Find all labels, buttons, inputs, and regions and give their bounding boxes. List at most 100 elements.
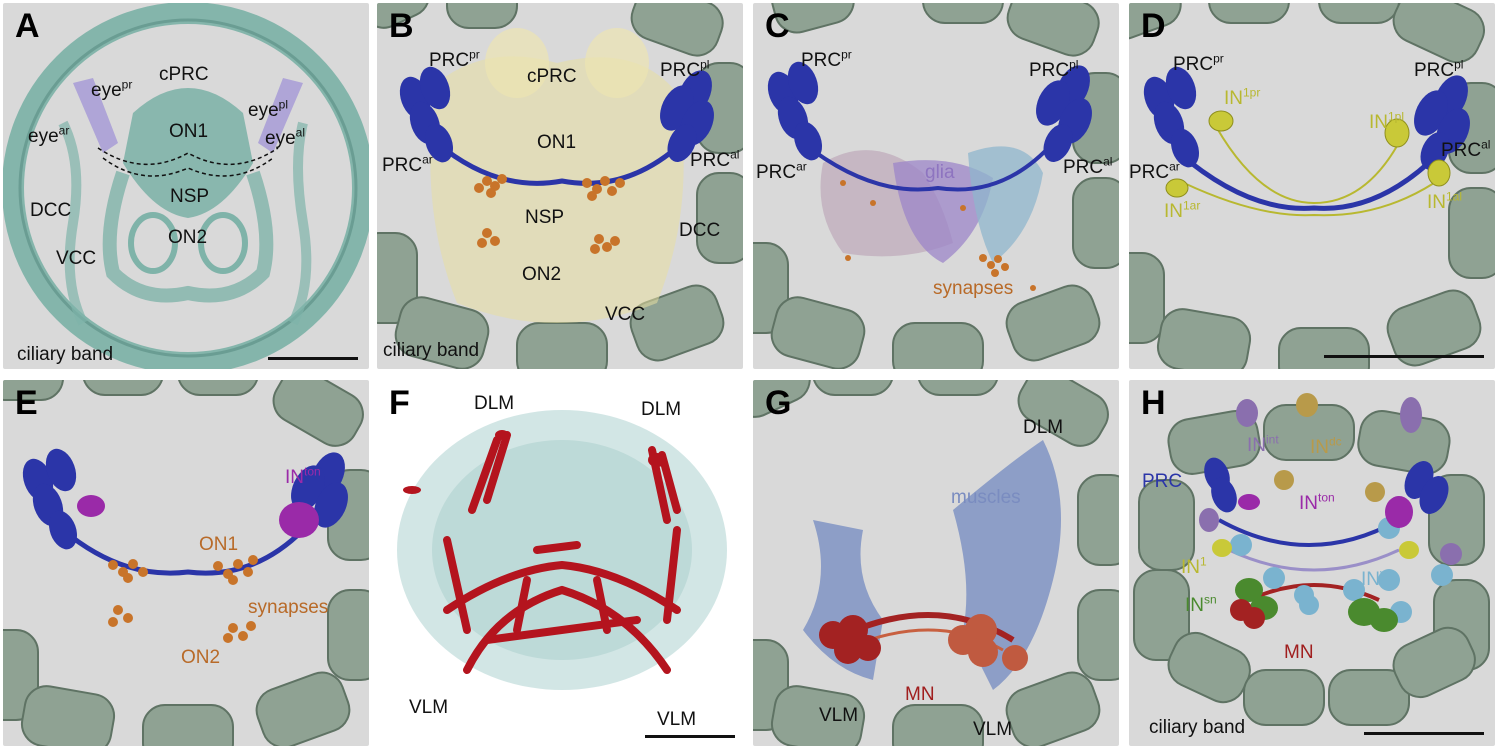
scale-bar — [1324, 355, 1484, 358]
label-muscles: muscles — [951, 487, 1021, 508]
eye-pl-text: eye — [248, 100, 279, 121]
label-ciliary-band: ciliary band — [17, 344, 114, 365]
eye-pr-text: eye — [91, 80, 122, 101]
panel-letter: H — [1141, 384, 1166, 422]
in1-text: IN — [1181, 557, 1200, 578]
label-dcc: DCC — [679, 220, 721, 241]
panel-letter: D — [1141, 7, 1166, 45]
panel-letter: F — [389, 384, 410, 422]
in1-sup: 1 — [1200, 554, 1207, 569]
label-eye-pr: eyepr — [91, 77, 133, 101]
panel-letter: B — [389, 7, 414, 45]
label-prc-pr: PRCpr — [1173, 53, 1224, 74]
panel-a-illustration — [3, 3, 369, 369]
indc-sup: dc — [1329, 434, 1342, 449]
label-in1pl: IN1pl — [1369, 109, 1405, 132]
inton-sup: ton — [304, 464, 321, 479]
prc-al-text: PRC — [1441, 140, 1482, 161]
label-synapses: synapses — [933, 278, 1014, 299]
label-cprc: cPRC — [527, 66, 577, 87]
prc-al-sup: al — [730, 147, 740, 162]
in1pr-sup: 1pr — [1243, 85, 1261, 100]
in1al-sup: 1al — [1446, 189, 1463, 204]
label-prc-pl: PRCpl — [1029, 59, 1078, 81]
label-in1al: IN1al — [1427, 189, 1463, 213]
in1pr-text: IN — [1224, 88, 1243, 109]
label-insn: INsn — [1185, 594, 1217, 616]
eye-ar-sup: ar — [58, 123, 70, 138]
panel-b: B PRCpr PRCpl PRCar PRCal cPRC ON1 NSP D… — [377, 3, 743, 369]
panel-c: C PRCpr PRCpl PRCar PRCal glia synapses — [753, 3, 1119, 369]
label-indc: INdc — [1310, 434, 1342, 458]
label-vcc: VCC — [605, 304, 646, 325]
label-on1: ON1 — [537, 132, 577, 153]
panel-a: A eyepr eyear eyepl eyeal cPRC ON1 NSP D… — [3, 3, 369, 369]
prc-ar-text: PRC — [382, 155, 423, 176]
eye-al-sup: al — [295, 125, 305, 140]
label-prc-pr: PRCpr — [801, 47, 852, 70]
eye-ar-text: eye — [28, 126, 59, 147]
indc-text: IN — [1310, 437, 1329, 458]
in1al-text: IN — [1427, 192, 1446, 213]
prc-pr-text: PRC — [429, 50, 470, 71]
inton-sup: ton — [1318, 490, 1335, 505]
prc-ar-sup: ar — [422, 152, 433, 167]
panel-f-illustration — [397, 410, 727, 690]
panel-h-illustration — [1133, 393, 1490, 726]
inton-text: IN — [1299, 493, 1318, 514]
prc-ar-text: PRC — [1129, 162, 1170, 183]
prc-pr-sup: pr — [841, 47, 852, 62]
label-mn: MN — [1284, 642, 1314, 663]
eye-pr-sup: pr — [121, 77, 133, 92]
label-inton: INton — [1299, 490, 1335, 514]
panel-h: H INint INdc PRC INton IN1 INsn INvc MN … — [1129, 380, 1495, 746]
label-vcc: VCC — [56, 248, 97, 269]
label-invc: INvc — [1361, 566, 1392, 589]
label-ciliary-band: ciliary band — [383, 340, 480, 361]
prc-pl-text: PRC — [660, 60, 701, 81]
label-inint: INint — [1247, 434, 1279, 456]
prc-al-text: PRC — [690, 150, 731, 171]
label-in1ar: IN1ar — [1164, 200, 1200, 221]
label-prc-ar: PRCar — [1129, 161, 1180, 183]
label-dcc: DCC — [30, 200, 72, 221]
panel-letter: A — [15, 7, 40, 45]
prc-pl-sup: pl — [1454, 57, 1464, 72]
label-on2: ON2 — [168, 227, 208, 248]
panel-letter: G — [765, 384, 792, 422]
label-dlm: DLM — [1023, 417, 1064, 438]
panel-e-illustration — [3, 380, 369, 746]
label-vlm-right: VLM — [973, 719, 1013, 740]
label-dlm-right: DLM — [641, 399, 682, 420]
label-on1: ON1 — [199, 534, 239, 555]
label-nsp: NSP — [170, 186, 210, 207]
prc-ar-sup: ar — [796, 159, 807, 174]
in1pl-sup: 1pl — [1388, 109, 1405, 124]
prc-pl-sup: pl — [700, 57, 710, 72]
label-prc-ar: PRCar — [756, 159, 807, 183]
label-vlm-right: VLM — [657, 709, 697, 730]
panel-g: G DLM muscles MN VLM VLM — [753, 380, 1119, 746]
panel-d: D PRCpr PRCpl PRCar PRCal IN1pr IN1pl IN… — [1129, 3, 1495, 369]
insn-text: IN — [1185, 595, 1204, 616]
label-prc: PRC — [1142, 471, 1183, 492]
prc-al-sup: al — [1103, 154, 1113, 169]
label-nsp: NSP — [525, 207, 565, 228]
label-on2: ON2 — [181, 647, 221, 668]
label-prc-al: PRCal — [690, 147, 740, 171]
panel-letter: E — [15, 384, 38, 422]
prc-al-text: PRC — [1063, 157, 1104, 178]
label-ciliary-band: ciliary band — [1149, 717, 1246, 738]
invc-sup: vc — [1380, 566, 1392, 581]
prc-ar-text: PRC — [756, 162, 797, 183]
prc-pl-text: PRC — [1029, 60, 1070, 81]
inint-text: IN — [1247, 435, 1266, 456]
label-on1: ON1 — [169, 121, 209, 142]
prc-pl-text: PRC — [1414, 60, 1455, 81]
label-dlm-left: DLM — [474, 393, 515, 414]
label-cprc: cPRC — [159, 64, 209, 85]
scale-bar — [645, 735, 735, 738]
label-eye-ar: eyear — [28, 123, 70, 147]
label-vlm-left: VLM — [819, 705, 859, 726]
label-in1pr: IN1pr — [1224, 85, 1261, 109]
